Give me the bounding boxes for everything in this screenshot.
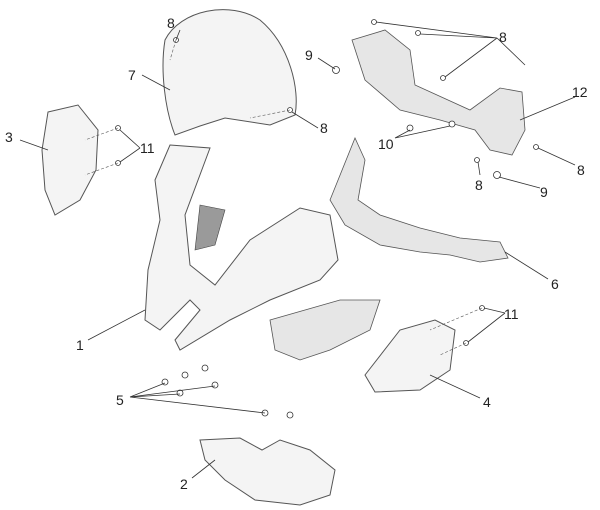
callout-12: 12 — [572, 84, 588, 100]
part-lower-cover — [199, 437, 336, 506]
part-windscreen — [162, 9, 297, 136]
callout-7: 7 — [128, 67, 136, 83]
part-support — [329, 136, 509, 263]
callout-8: 8 — [475, 177, 483, 193]
callout-10: 10 — [378, 136, 394, 152]
part-bracket — [351, 29, 526, 156]
callout-8: 8 — [577, 162, 585, 178]
callout-5: 5 — [116, 392, 124, 408]
leader-lines — [19, 21, 576, 479]
callout-8: 8 — [167, 15, 175, 31]
callout-8: 8 — [320, 120, 328, 136]
callout-8: 8 — [499, 29, 507, 45]
callout-9: 9 — [305, 47, 313, 63]
part-fairing-vent — [269, 299, 381, 361]
callout-9: 9 — [540, 184, 548, 200]
callout-2: 2 — [180, 476, 188, 492]
part-left-side-panel — [41, 104, 99, 216]
callout-11: 11 — [504, 306, 519, 322]
part-front-fairing — [144, 144, 339, 351]
callout-labels: 8 7 3 11 8 9 8 12 10 8 9 8 6 11 1 5 4 2 — [5, 15, 588, 492]
callout-6: 6 — [551, 276, 559, 292]
callout-3: 3 — [5, 129, 13, 145]
callout-4: 4 — [483, 394, 491, 410]
assembly-guides — [84, 39, 483, 356]
callout-11: 11 — [140, 140, 155, 156]
callout-1: 1 — [76, 337, 84, 353]
part-right-side-panel — [364, 319, 456, 393]
part-fairing-inner — [194, 204, 226, 251]
